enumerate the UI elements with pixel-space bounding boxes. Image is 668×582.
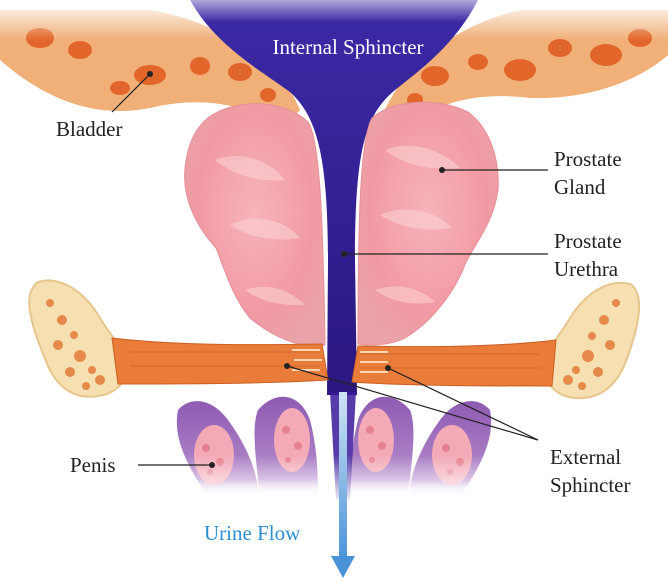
label-external-sphincter-2: Sphincter — [550, 473, 630, 497]
label-prostate-gland-1: Prostate — [554, 147, 622, 171]
label-penis: Penis — [70, 453, 116, 477]
label-urine-flow: Urine Flow — [204, 521, 301, 545]
penis-tissue — [150, 392, 520, 505]
label-prostate-urethra-2: Urethra — [554, 257, 619, 281]
label-prostate-gland-2: Gland — [554, 175, 606, 199]
label-external-sphincter-1: External — [550, 445, 621, 469]
pelvic-bone-right — [544, 283, 639, 398]
label-bladder: Bladder — [56, 117, 122, 141]
label-prostate-urethra-1: Prostate — [554, 229, 622, 253]
label-internal-sphincter: Internal Sphincter — [272, 35, 423, 59]
